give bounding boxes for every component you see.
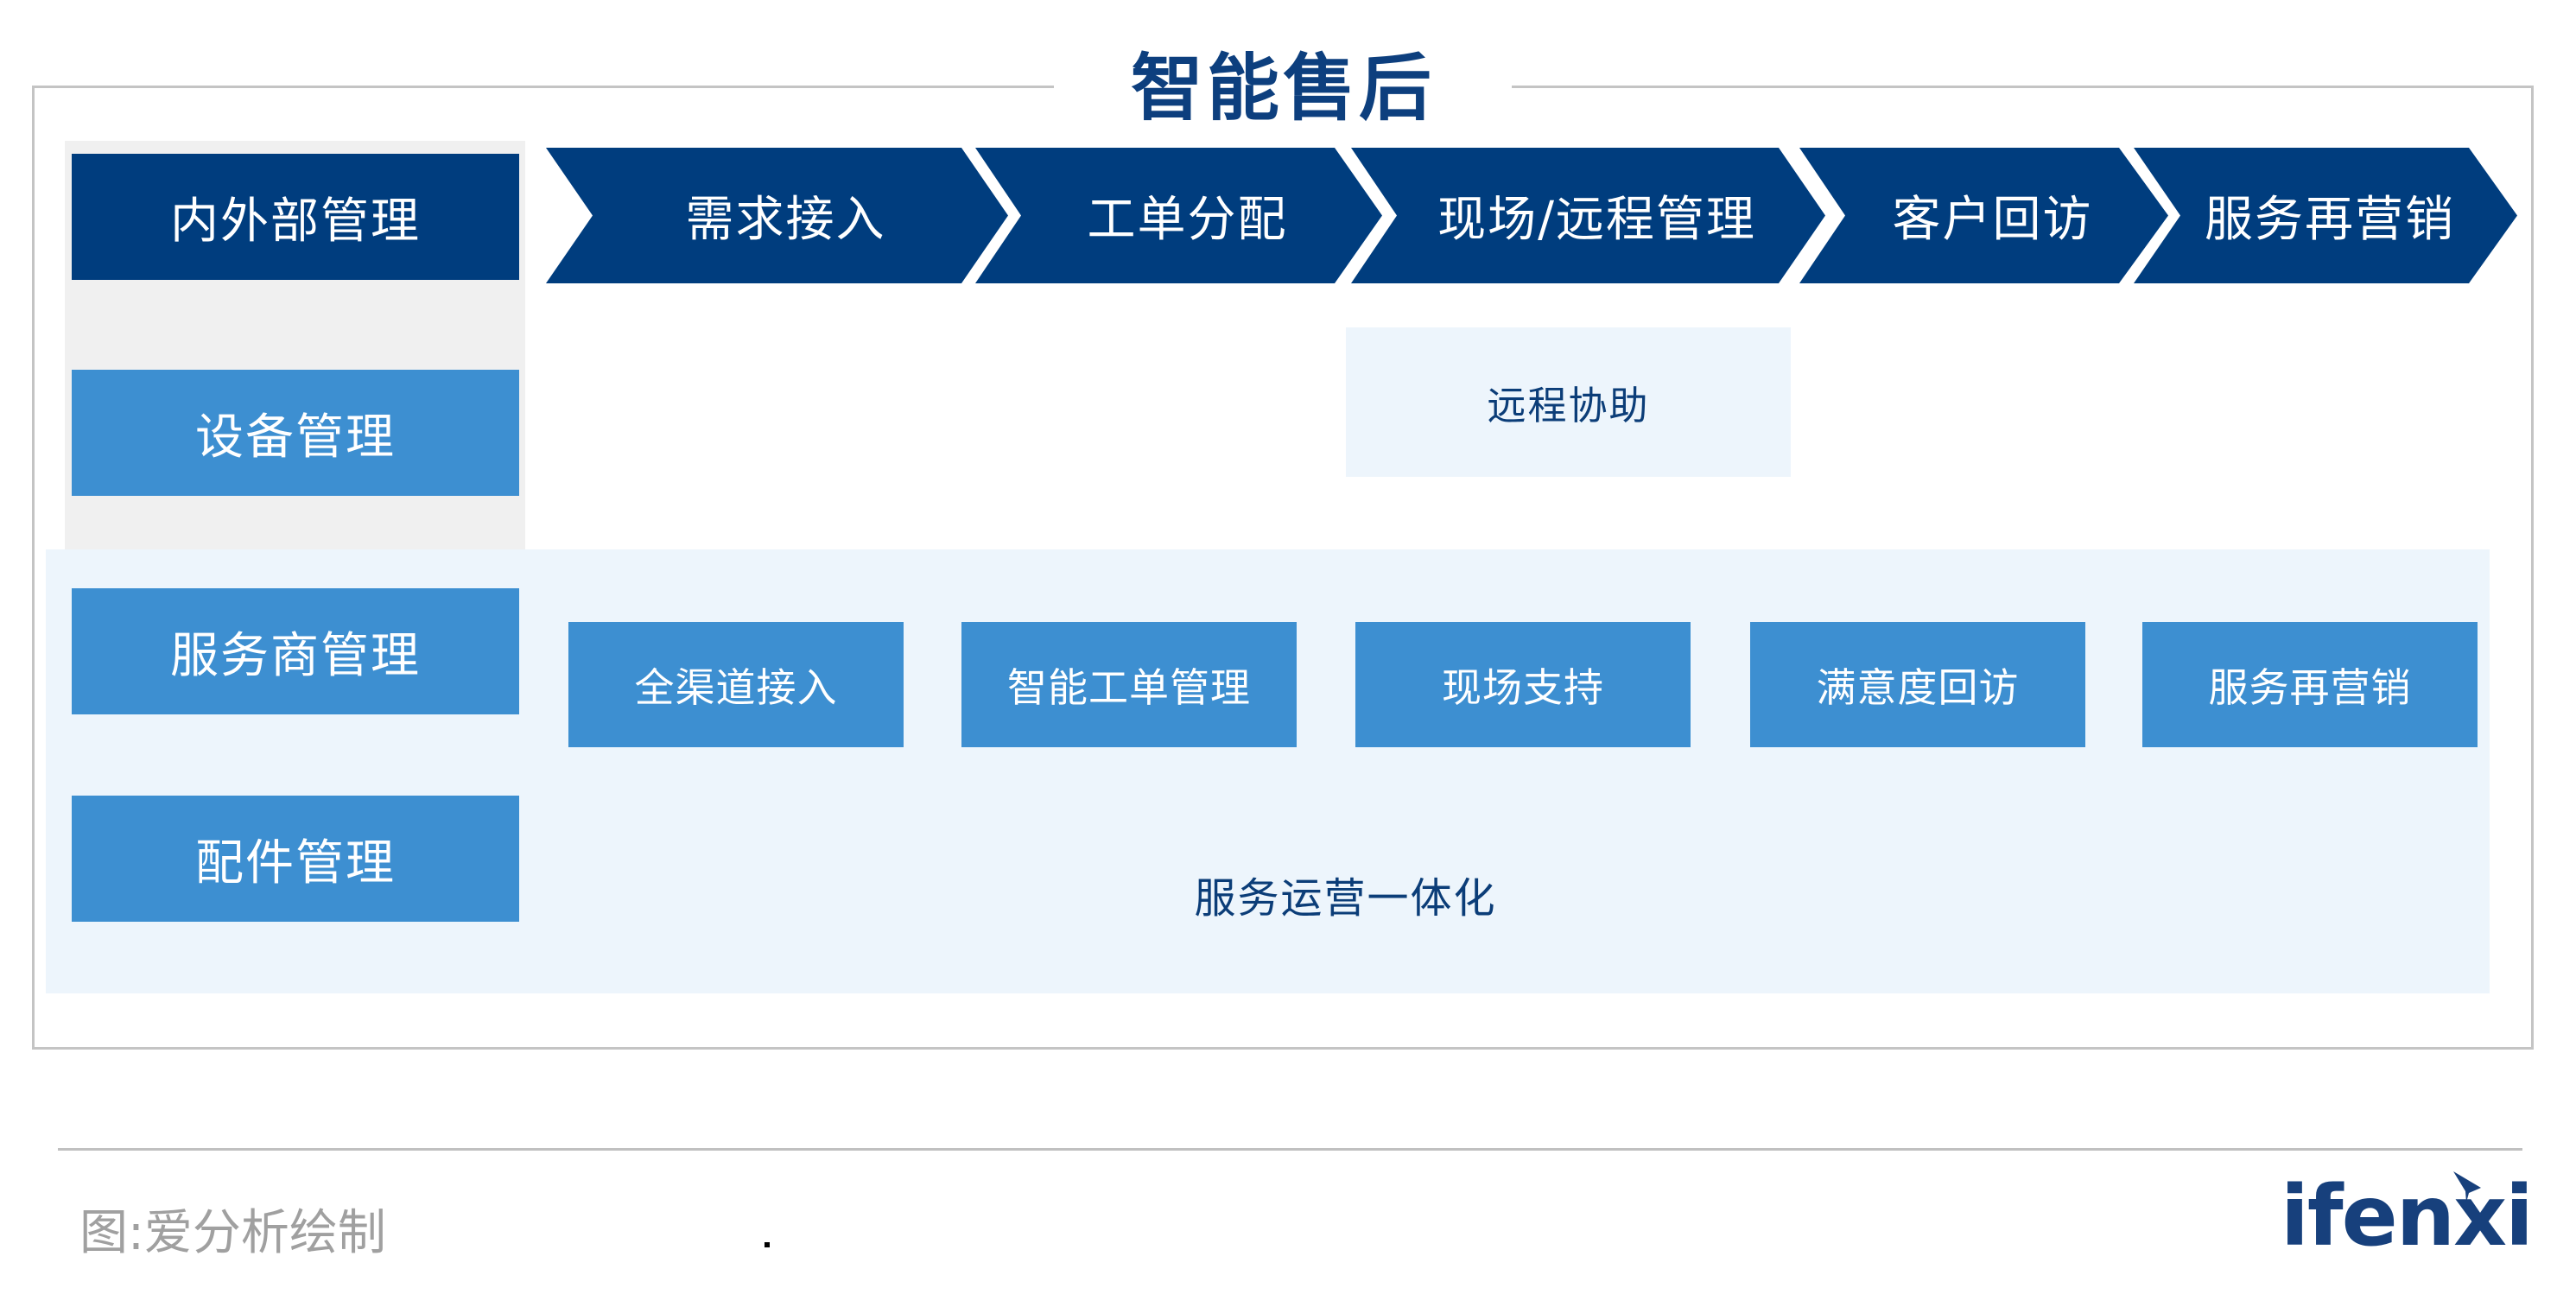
- parts-management-box: 配件管理: [72, 796, 519, 922]
- service-provider-management-box: 服务商管理: [72, 588, 519, 714]
- box-label: 服务商管理: [170, 627, 421, 684]
- footer-divider: [58, 1148, 2522, 1151]
- box-label: 智能工单管理: [1007, 663, 1251, 711]
- logo-text: ifenxi: [2281, 1168, 2534, 1265]
- step-label: 需求接入: [685, 192, 886, 248]
- box-label: 配件管理: [195, 834, 396, 891]
- box-label: 服务再营销: [2208, 663, 2412, 711]
- process-step-service-remarketing: 服务再营销: [2134, 148, 2517, 283]
- process-step-customer-follow-up: 客户回访: [1799, 148, 2168, 283]
- step-label: 现场/远程管理: [1437, 192, 1756, 248]
- process-step-onsite-remote-management: 现场/远程管理: [1351, 148, 1825, 283]
- box-label: 现场支持: [1442, 663, 1604, 711]
- service-operations-integration-label: 服务运营一体化: [1194, 874, 1497, 923]
- stray-dot: [765, 1242, 770, 1247]
- box-label: 设备管理: [195, 409, 396, 466]
- box-label: 内外部管理: [170, 193, 421, 250]
- box-label: 满意度回访: [1816, 663, 2020, 711]
- equipment-management-box: 设备管理: [72, 370, 519, 496]
- omnichannel-intake-box: 全渠道接入: [568, 622, 904, 747]
- satisfaction-follow-up-box: 满意度回访: [1750, 622, 2085, 747]
- title-container: 智能售后: [1054, 35, 1512, 130]
- box-label: 远程协助: [1487, 383, 1650, 428]
- logo-arrow-icon: [2453, 1171, 2481, 1202]
- process-step-demand-intake: 需求接入: [546, 148, 1008, 283]
- box-label: 全渠道接入: [634, 663, 838, 711]
- step-label: 客户回访: [1892, 192, 2093, 248]
- ifenxi-logo: ifenxi: [2281, 1168, 2534, 1265]
- diagram-title: 智能售后: [1130, 45, 1435, 130]
- internal-external-management-box: 内外部管理: [72, 154, 519, 280]
- service-remarketing-box: 服务再营销: [2142, 622, 2478, 747]
- process-step-work-order-dispatch: 工单分配: [975, 148, 1382, 283]
- onsite-support-box: 现场支持: [1355, 622, 1691, 747]
- step-label: 工单分配: [1087, 192, 1288, 248]
- step-label: 服务再营销: [2205, 192, 2455, 248]
- source-caption: 图:爱分析绘制: [79, 1205, 386, 1261]
- remote-assist-box: 远程协助: [1346, 327, 1791, 477]
- smart-work-order-box: 智能工单管理: [961, 622, 1297, 747]
